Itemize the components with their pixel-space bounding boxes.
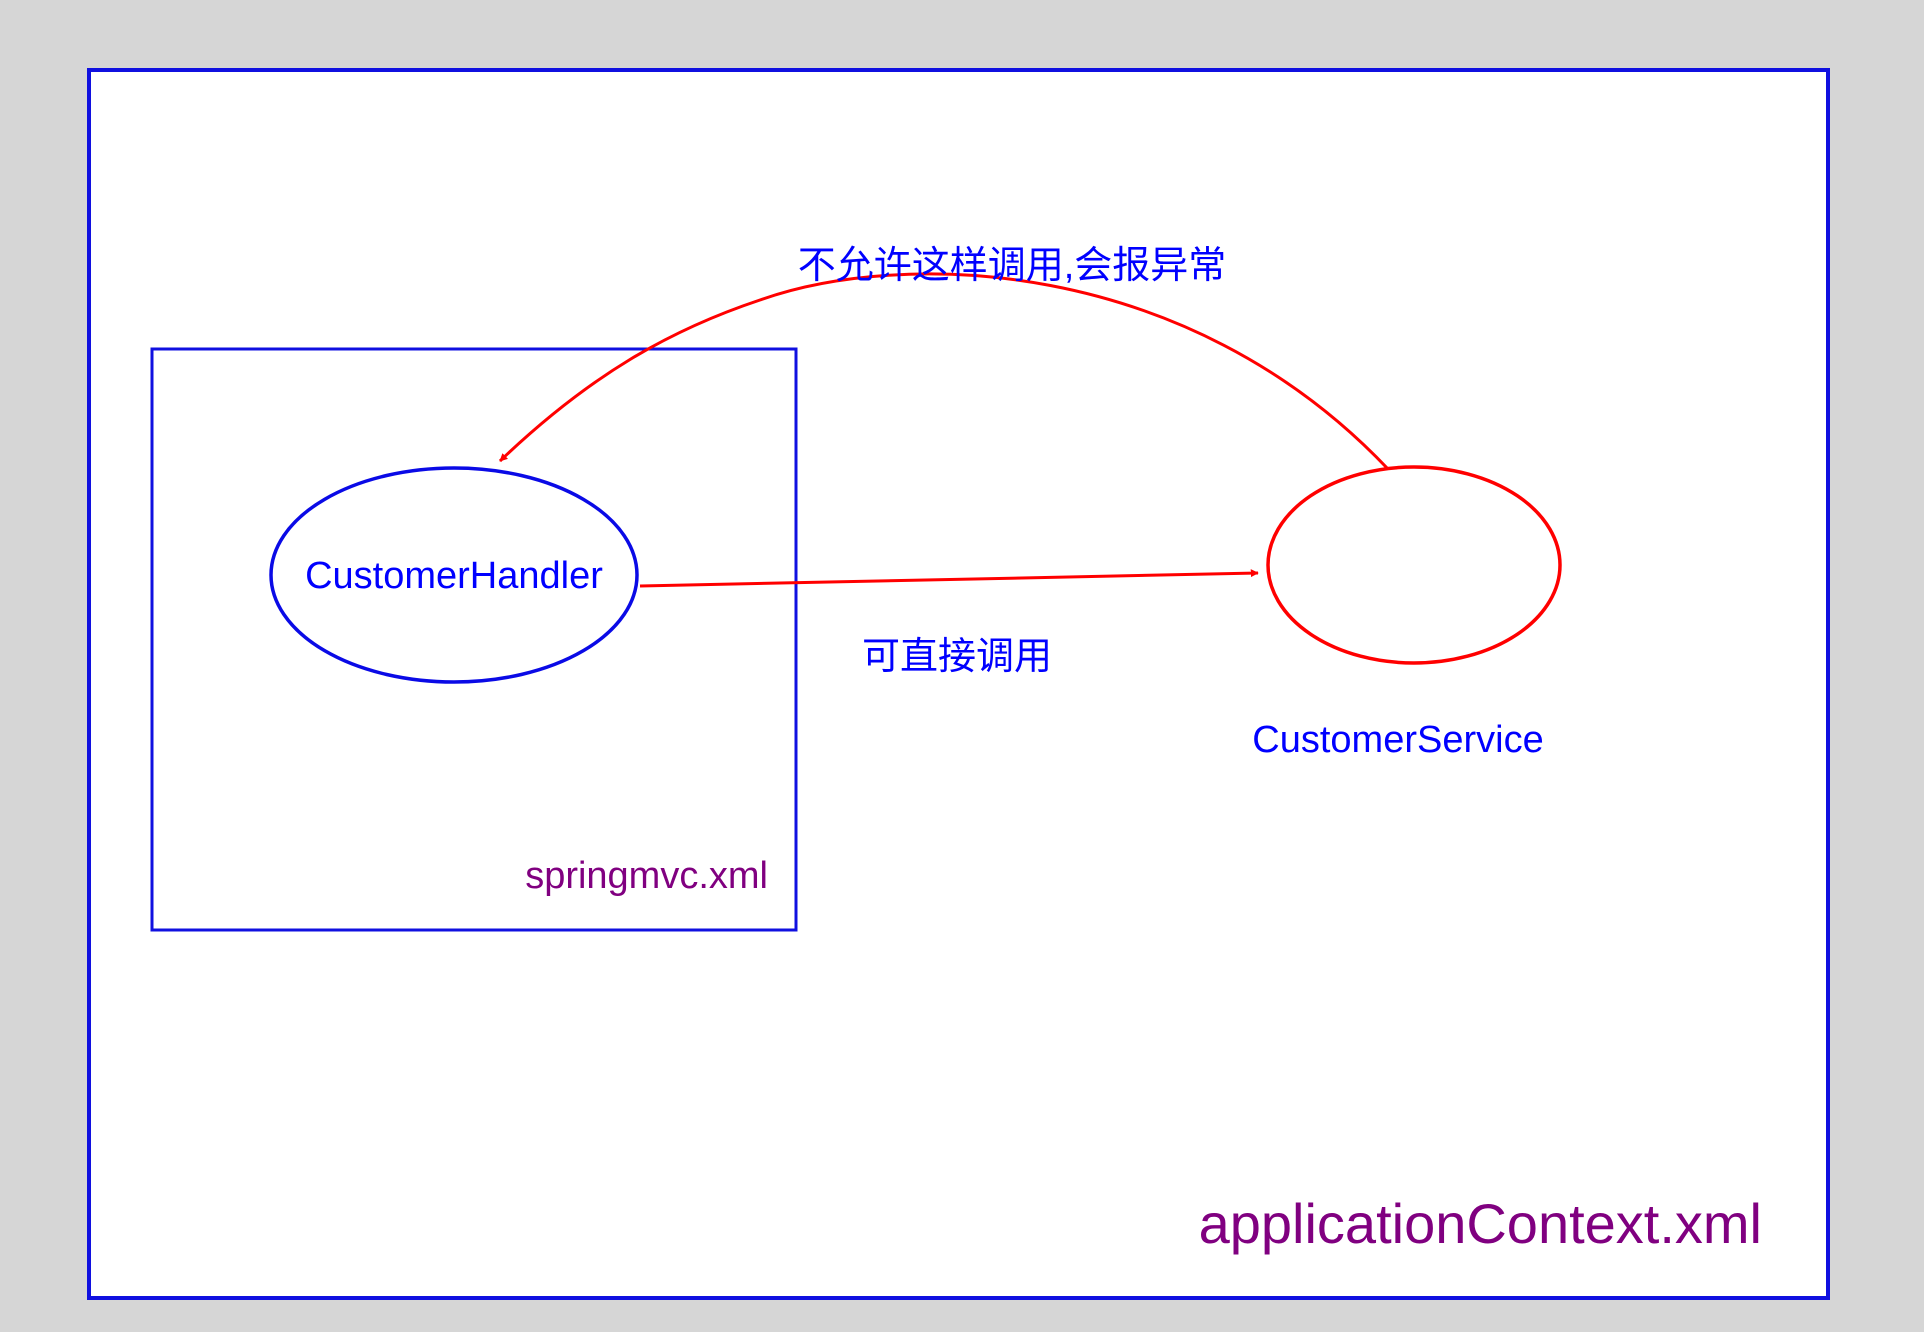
customer-service-label: CustomerService: [1252, 719, 1543, 761]
allowed-call-arrow: [639, 569, 1259, 588]
customer-handler-node: [269, 466, 639, 684]
forbidden-call-label: 不允许这样调用,会报异常: [798, 245, 1227, 287]
forbidden-call-arrow: [498, 272, 1390, 471]
application-context-container-label: applicationContext.xml: [1199, 1192, 1762, 1255]
customer-handler-label: CustomerHandler: [305, 555, 603, 597]
springmvc-container: [150, 347, 798, 932]
customer-service-node: [1266, 465, 1562, 665]
allowed-call-label: 可直接调用: [862, 636, 1052, 678]
springmvc-container-label: springmvc.xml: [525, 855, 768, 897]
